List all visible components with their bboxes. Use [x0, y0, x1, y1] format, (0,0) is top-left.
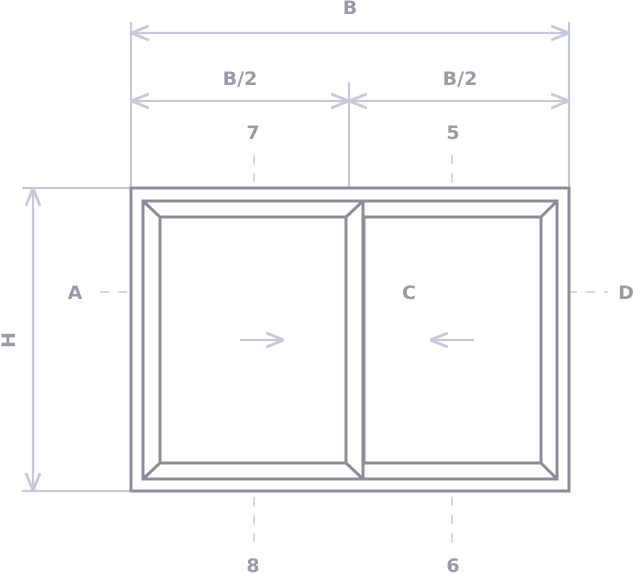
label-top-left: 7 [246, 122, 259, 144]
label-bottom-right: 6 [446, 555, 459, 573]
label-half-width-left: B/2 [223, 68, 258, 90]
label-height: H [0, 332, 20, 348]
label-left: A [68, 282, 83, 304]
label-right: D [618, 282, 634, 304]
label-total-width: B [343, 0, 357, 19]
dimension-lines [33, 33, 567, 489]
label-top-right: 5 [446, 122, 459, 144]
label-center: C [402, 282, 416, 304]
window-frame [129, 186, 571, 493]
label-half-width-right: B/2 [443, 68, 478, 90]
extension-lines [22, 22, 571, 493]
label-bottom-left: 8 [246, 555, 259, 573]
